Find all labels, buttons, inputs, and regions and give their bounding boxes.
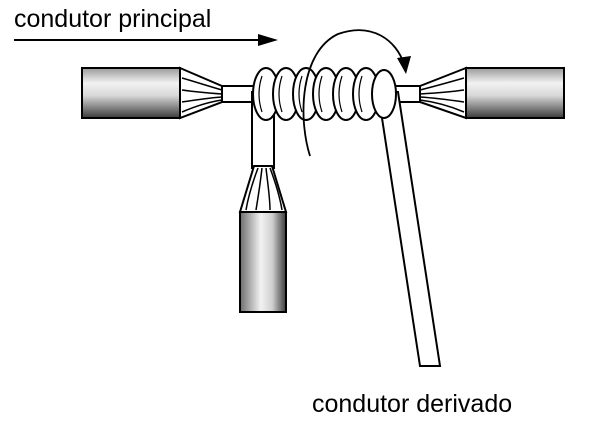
arrow-right-icon — [14, 34, 278, 46]
derived-conductor — [376, 91, 442, 367]
wire-wrap-coil — [252, 67, 397, 121]
main-cable-right — [419, 66, 565, 120]
main-conductor-label: condutor principal — [14, 5, 212, 33]
branch-conductor-label: condutor derivado — [312, 390, 513, 418]
curved-arrow-icon — [302, 29, 411, 157]
branch-cable — [238, 165, 288, 313]
coil-shading — [258, 75, 363, 113]
main-cable-left — [81, 66, 223, 120]
